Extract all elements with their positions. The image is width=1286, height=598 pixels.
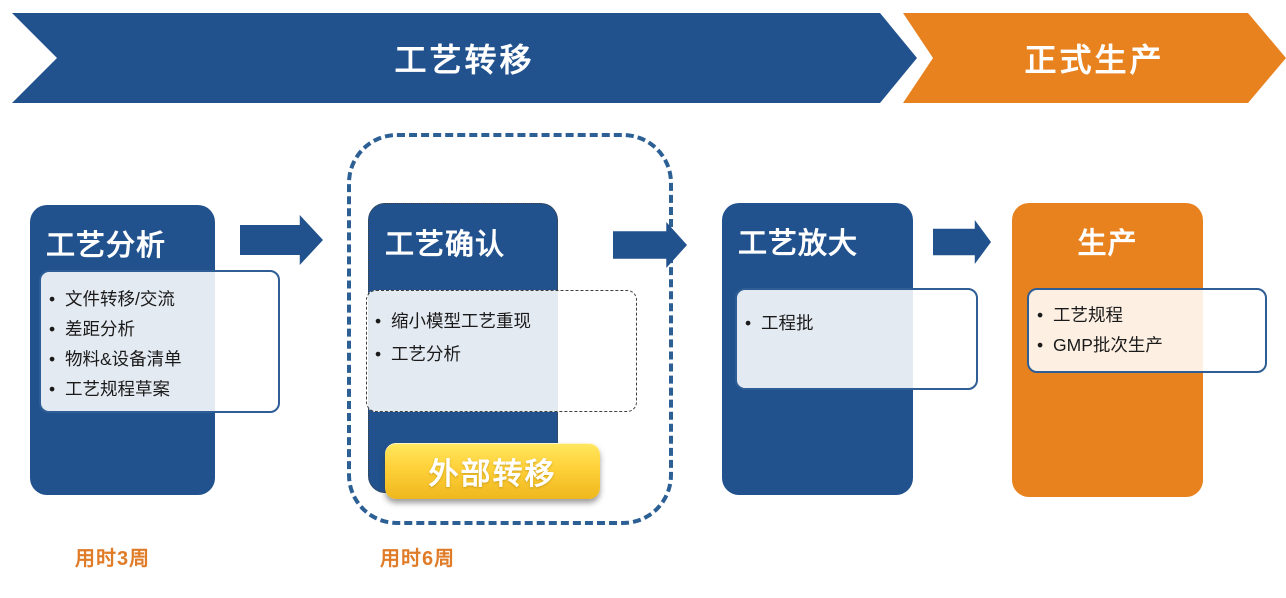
bullet-list: 文件转移/交流 差距分析 物料&设备清单 工艺规程草案 — [41, 284, 278, 404]
bullet-list: 工艺规程 GMP批次生产 — [1029, 300, 1265, 360]
flow-arrow-icon — [933, 220, 991, 264]
stage-title: 工艺放大 — [738, 228, 859, 260]
flow-arrow-icon — [240, 215, 323, 265]
detail-panel-process-confirmation: 缩小模型工艺重现 工艺分析 — [366, 290, 637, 412]
duration-label-stage1: 用时3周 — [75, 548, 151, 570]
detail-panel-production: 工艺规程 GMP批次生产 — [1027, 288, 1267, 373]
bullet-item: 缩小模型工艺重现 — [367, 305, 636, 338]
banner-formal-production: 正式生产 — [903, 13, 1286, 103]
external-transfer-badge: 外部转移 — [385, 443, 600, 499]
banner-formal-production-label: 正式生产 — [1024, 42, 1165, 78]
bullet-item: 差距分析 — [41, 314, 278, 344]
detail-panel-process-analysis: 文件转移/交流 差距分析 物料&设备清单 工艺规程草案 — [39, 270, 280, 413]
stage-title: 工艺分析 — [46, 230, 167, 262]
dashed-highlight-frame — [347, 133, 673, 525]
bullet-item: 工艺规程 — [1029, 300, 1265, 330]
bullet-item: 文件转移/交流 — [41, 284, 278, 314]
bullet-list: 缩小模型工艺重现 工艺分析 — [367, 305, 636, 371]
stage-title: 工艺确认 — [385, 229, 506, 261]
banner-process-transfer: 工艺转移 — [12, 13, 917, 103]
bullet-list: 工程批 — [737, 308, 976, 338]
duration-label-stage2: 用时6周 — [380, 548, 456, 570]
bullet-item: 工艺分析 — [367, 338, 636, 371]
bullet-item: 工艺规程草案 — [41, 374, 278, 404]
detail-panel-process-scaleup: 工程批 — [735, 288, 978, 390]
bullet-item: GMP批次生产 — [1029, 330, 1265, 360]
bullet-item: 物料&设备清单 — [41, 344, 278, 374]
banner-process-transfer-label: 工艺转移 — [394, 42, 535, 78]
external-transfer-badge-label: 外部转移 — [428, 458, 557, 491]
stage-title: 生产 — [1077, 228, 1138, 260]
bullet-item: 工程批 — [737, 308, 976, 338]
